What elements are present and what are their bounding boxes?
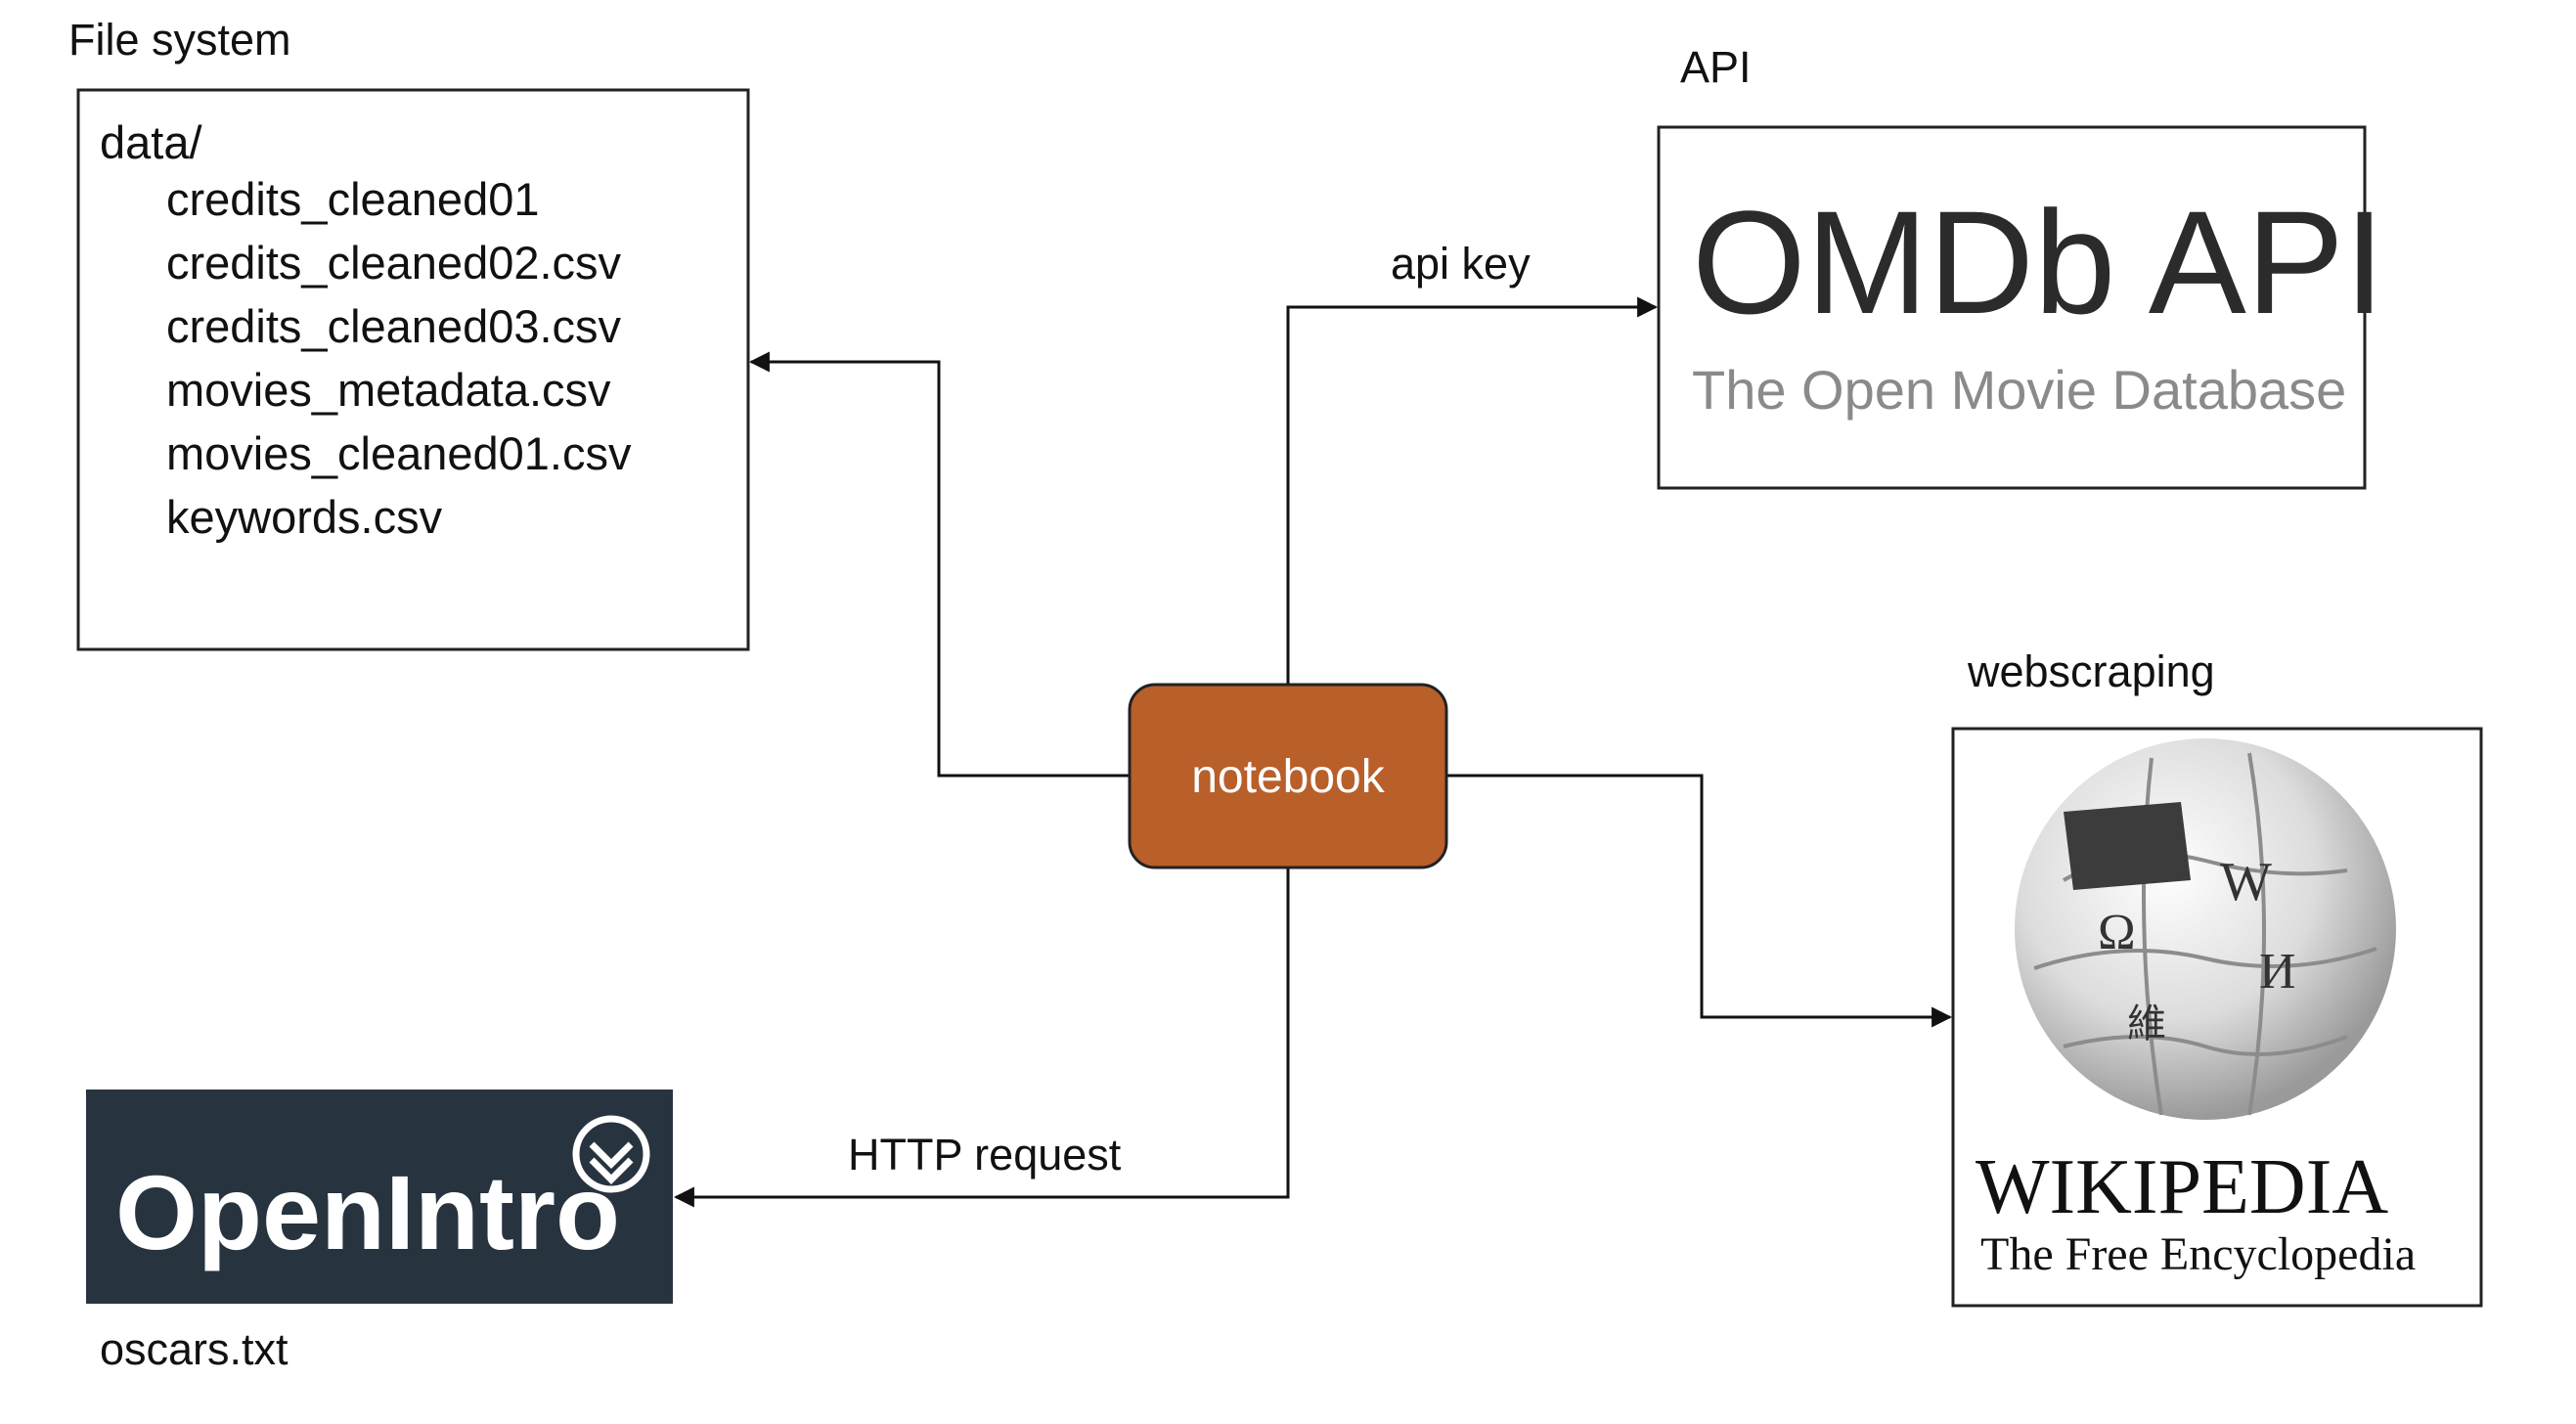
api-label: API	[1680, 42, 1752, 92]
openintro-logo-text: OpenIntro	[115, 1153, 620, 1271]
oscars-file-label: oscars.txt	[100, 1324, 289, 1374]
file-item: credits_cleaned03.csv	[166, 300, 622, 352]
omdb-logo-subtitle: The Open Movie Database	[1692, 359, 2346, 421]
svg-text:И: И	[2259, 944, 2296, 1000]
omdb-logo-title: OMDb API	[1692, 180, 2385, 344]
file-item: movies_metadata.csv	[166, 364, 611, 416]
data-folder: data/	[100, 116, 202, 168]
file-system-box	[76, 88, 750, 651]
omdb-logo-box	[1657, 125, 2367, 490]
openintro-logo-box	[86, 1090, 673, 1304]
file-item: credits_cleaned01	[166, 173, 540, 225]
notebook-label: notebook	[1191, 751, 1386, 803]
notebook-node	[1128, 683, 1448, 869]
svg-text:Ω: Ω	[2098, 905, 2136, 960]
edge-notebook-to-wikipedia	[1446, 774, 1953, 1028]
file-item: credits_cleaned02.csv	[166, 237, 622, 289]
api-key-label: api key	[1391, 239, 1531, 289]
wikipedia-globe-icon: Ω W И 維	[2015, 738, 2396, 1120]
file-item: keywords.csv	[166, 491, 443, 543]
svg-text:維: 維	[2127, 1001, 2166, 1046]
file-item: movies_cleaned01.csv	[166, 427, 632, 479]
edge-notebook-to-filesystem	[748, 351, 1130, 778]
wikipedia-logo-title: WIKIPEDIA	[1976, 1144, 2388, 1230]
webscraping-label: webscraping	[1967, 646, 2215, 696]
wikipedia-logo-subtitle: The Free Encyclopedia	[1980, 1228, 2416, 1280]
edge-notebook-to-openintro	[673, 868, 1290, 1208]
edge-notebook-to-api	[1286, 296, 1659, 685]
http-request-label: HTTP request	[848, 1130, 1122, 1179]
openintro-check-icon	[572, 1115, 650, 1193]
svg-text:W: W	[2220, 852, 2272, 912]
file-system-label: File system	[68, 15, 291, 65]
